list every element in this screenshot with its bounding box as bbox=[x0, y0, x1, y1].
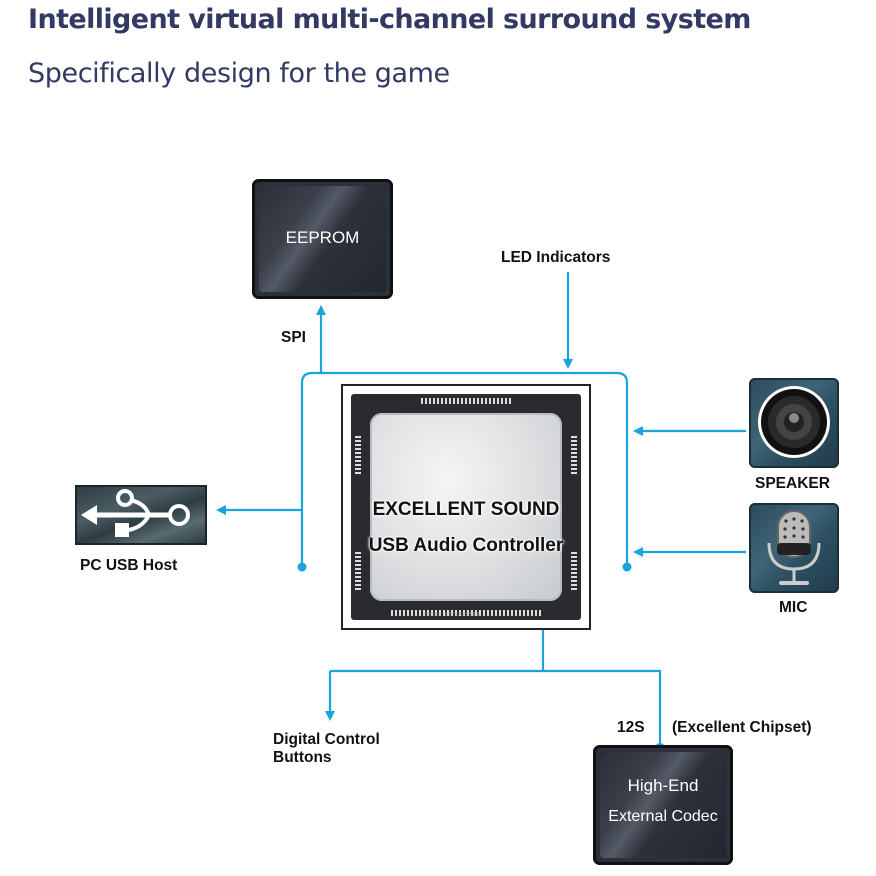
frame-wire bbox=[300, 371, 629, 566]
controller-marking: E2C4S 2YY7A7SS8A bbox=[423, 612, 481, 618]
chip-icon bbox=[259, 186, 386, 292]
usb-host-label: PC USB Host bbox=[80, 557, 178, 574]
chip-icon bbox=[600, 752, 726, 858]
controller-title: EXCELLENT SOUND bbox=[372, 499, 560, 520]
i2s-label: 12S bbox=[617, 719, 645, 736]
page-title: Intelligent virtual multi-channel surrou… bbox=[28, 4, 751, 35]
codec-line1: High-End bbox=[627, 776, 699, 795]
wire-dot bbox=[297, 562, 307, 572]
page-subtitle: Specifically design for the game bbox=[28, 58, 450, 89]
controller-subtitle: USB Audio Controller bbox=[368, 535, 564, 556]
mic-tile bbox=[749, 503, 839, 593]
mic-label: MIC bbox=[779, 599, 808, 616]
speaker-icon bbox=[758, 386, 830, 458]
eeprom-label: EEPROM bbox=[285, 228, 360, 247]
codec-line2: External Codec bbox=[608, 808, 718, 825]
buttons-label-line2: Buttons bbox=[273, 749, 332, 766]
eeprom-chip: EEPROM bbox=[252, 179, 393, 299]
spi-label: SPI bbox=[281, 329, 306, 346]
buttons-label-line1: Digital Control bbox=[273, 731, 380, 748]
wire-dot bbox=[622, 562, 632, 572]
led-indicators-label: LED Indicators bbox=[501, 249, 611, 266]
speaker-tile bbox=[749, 378, 839, 468]
microphone-icon bbox=[767, 510, 821, 585]
usb-icon bbox=[81, 489, 190, 537]
usb-host-tile bbox=[75, 485, 207, 545]
digital-control-buttons-label: Digital Control Buttons bbox=[273, 731, 380, 767]
codec-chip: High-End External Codec bbox=[593, 745, 733, 865]
speaker-label: SPEAKER bbox=[755, 475, 830, 492]
heat-spreader: EXCELLENT SOUND USB Audio Controller bbox=[369, 413, 563, 601]
codec-note: (Excellent Chipset) bbox=[672, 719, 812, 736]
usb-audio-controller: EXCELLENT SOUND USB Audio Controller E2C… bbox=[341, 384, 591, 630]
